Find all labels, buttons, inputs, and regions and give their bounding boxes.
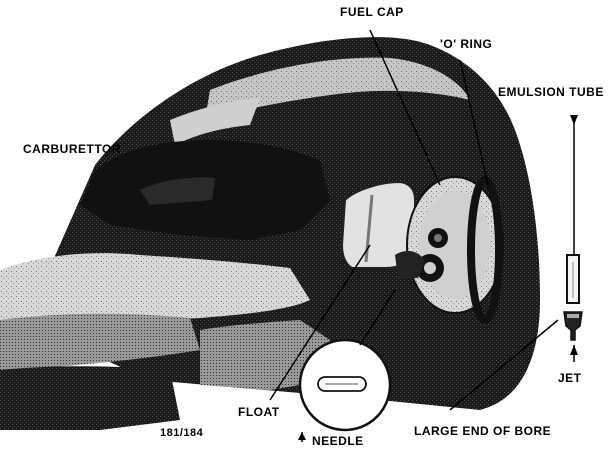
fuel-cap-label: FUEL CAP: [340, 6, 404, 18]
float-label: FLOAT: [238, 406, 280, 418]
emulsion-tube-label: EMULSION TUBE: [498, 86, 604, 98]
needle-label: NEEDLE: [312, 435, 364, 447]
carburettor-label: CARBURETTOR: [23, 143, 121, 155]
o-ring-label: 'O' RING: [440, 38, 492, 50]
jet-label: JET: [558, 372, 582, 384]
figure-number: 181/184: [160, 428, 203, 439]
large-end-of-bore-label: LARGE END OF BORE: [414, 425, 551, 437]
